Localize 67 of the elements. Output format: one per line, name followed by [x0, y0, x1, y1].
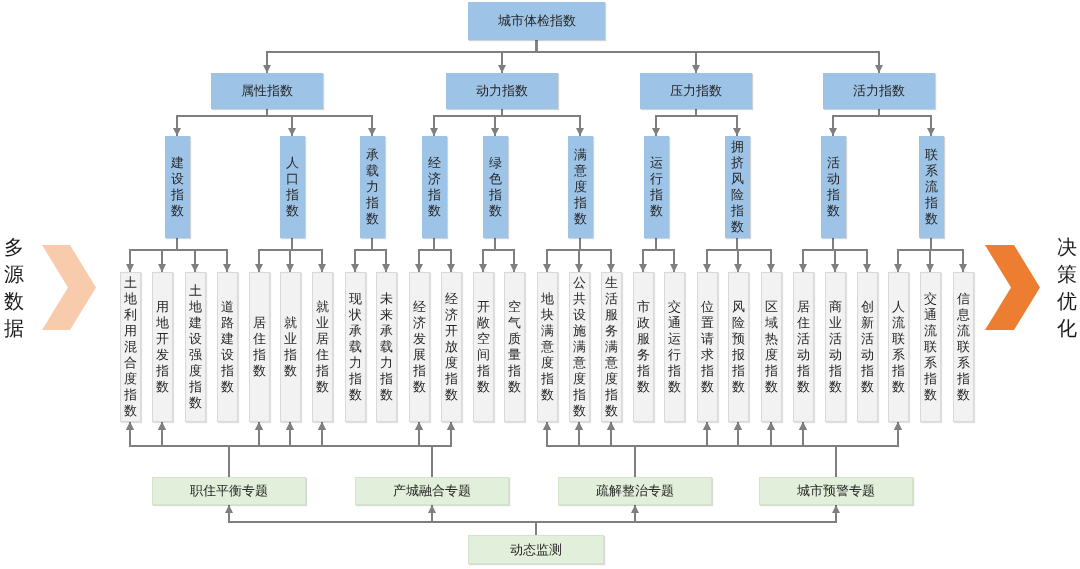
arrow	[371, 237, 390, 273]
arrow	[494, 237, 518, 273]
indicator-box: 居住指数	[248, 272, 270, 422]
topic-box: 职住平衡专题	[152, 477, 306, 505]
index-box: 满意度指数	[567, 136, 593, 238]
arrow	[501, 108, 584, 137]
root-box: 城市体检指数	[468, 2, 605, 40]
index-box: 联系流指数	[918, 136, 944, 238]
arrow	[736, 237, 775, 273]
category-box: 属性指数	[211, 73, 323, 109]
index-box: 人口指数	[279, 136, 305, 238]
indicator-box: 交通流联系指数	[919, 272, 941, 422]
index-box: 经济指数	[421, 136, 447, 238]
index-box: 承载力指数	[359, 136, 385, 238]
indicator-box: 土地利用混合度指数	[119, 272, 141, 422]
indicator-box: 商业活动指数	[824, 272, 846, 422]
arrow	[431, 421, 455, 478]
indicator-box: 市政服务指数	[632, 272, 654, 422]
arrow	[835, 421, 902, 478]
indicator-box: 经济发展指数	[408, 272, 430, 422]
arrow	[266, 108, 376, 137]
category-box: 活力指数	[823, 73, 935, 109]
arrow	[291, 237, 326, 273]
arrow	[655, 237, 678, 273]
indicator-box: 交通运行指数	[663, 272, 685, 422]
indicator-box: 现状承载力指数	[344, 272, 366, 422]
indicator-box: 就业居住指数	[311, 272, 333, 422]
indicator-box: 居住活动指数	[792, 272, 814, 422]
indicator-box: 人流联系指数	[887, 272, 909, 422]
category-box: 压力指数	[640, 73, 752, 109]
indicator-box: 生活服务满意度指数	[600, 272, 622, 422]
topic-box: 城市预警专题	[759, 477, 913, 505]
arrow	[930, 237, 967, 273]
indicator-box: 未来承载力指数	[375, 272, 397, 422]
indicator-box: 土地建设强度指数	[184, 272, 206, 422]
arrow	[878, 108, 935, 137]
arrow	[433, 237, 455, 273]
indicator-box: 空气质量指数	[503, 272, 525, 422]
indicator-box: 公共设施满意度指数	[568, 272, 590, 422]
arrow	[176, 237, 231, 273]
indicator-box: 就业指数	[279, 272, 301, 422]
arrow	[695, 108, 741, 137]
indicator-box: 经济开放度指数	[440, 272, 462, 422]
topic-box: 疏解整治专题	[558, 477, 712, 505]
index-box: 拥挤风险指数	[724, 136, 750, 238]
topic-box: 产城融合专题	[355, 477, 509, 505]
indicator-box: 区域热度指数	[760, 272, 782, 422]
index-box: 活动指数	[820, 136, 846, 238]
index-box: 绿色指数	[482, 136, 508, 238]
indicator-box: 信息流联系指数	[952, 272, 974, 422]
side-label: 决策优化	[1056, 234, 1078, 342]
arrow	[579, 237, 615, 273]
category-box: 动力指数	[446, 73, 558, 109]
side-label: 多源数据	[3, 234, 25, 342]
index-box: 运行指数	[643, 136, 669, 238]
arrow	[832, 237, 871, 273]
indicator-box: 用地开发指数	[151, 272, 173, 422]
indicator-box: 创新活动指数	[856, 272, 878, 422]
indicator-box: 地块满意度指数	[536, 272, 558, 422]
arrow	[535, 39, 883, 74]
monitor-box: 动态监测	[468, 535, 604, 564]
indicator-box: 位置请求指数	[696, 272, 718, 422]
arrow	[535, 504, 840, 536]
indicator-box: 道路建设指数	[216, 272, 238, 422]
indicator-box: 开敞空间指数	[472, 272, 494, 422]
index-box: 建设指数	[164, 136, 190, 238]
indicator-box: 风险预报指数	[727, 272, 749, 422]
